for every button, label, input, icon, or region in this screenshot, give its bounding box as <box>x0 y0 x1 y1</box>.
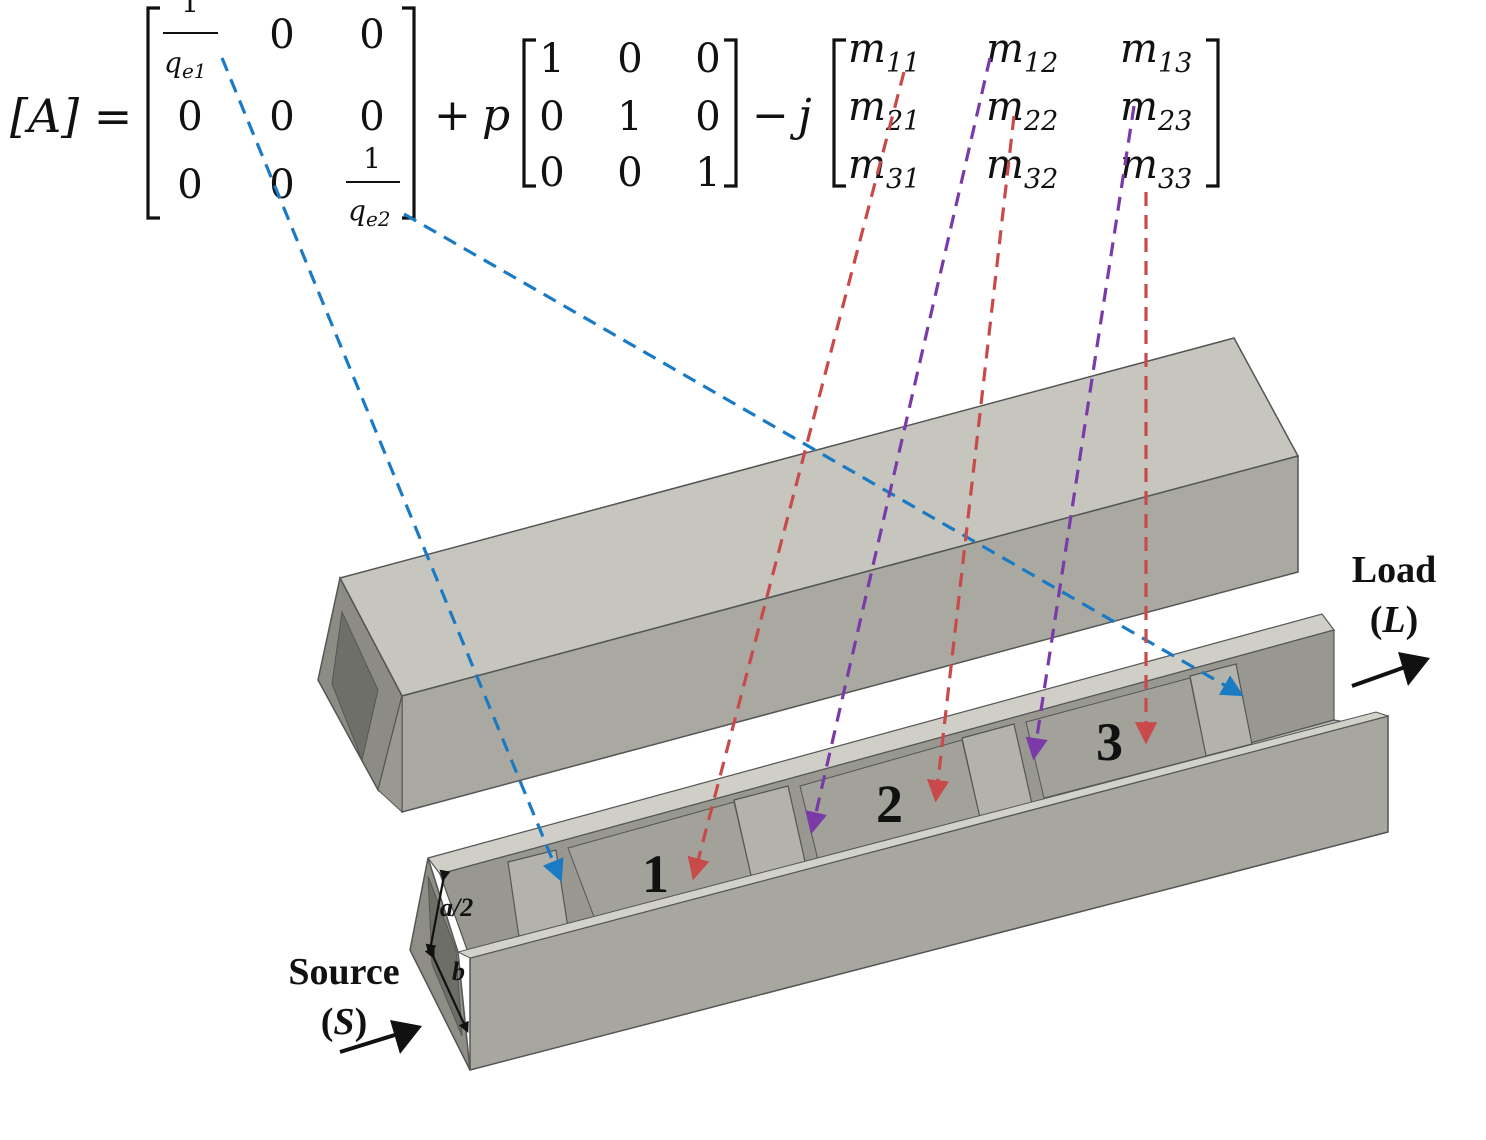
identity-r3c1: 0 <box>539 150 564 196</box>
matrix-a-r2c2: 0 <box>269 94 294 140</box>
m22: m22 <box>986 84 1058 137</box>
identity-r1c3: 0 <box>695 36 720 82</box>
qe2-numerator: 1 <box>363 142 381 175</box>
m32: m32 <box>986 142 1058 195</box>
j-variable: j <box>789 90 812 141</box>
load-label: Load <box>1352 549 1436 591</box>
coupling-matrix-m: m11 m12 m13 m21 m22 m23 m31 m32 m33 <box>832 26 1220 195</box>
external-q-matrix: 1 qe1 0 0 0 0 0 0 0 1 qe2 <box>146 0 416 231</box>
identity-left-bracket <box>522 38 536 188</box>
identity-r3c2: 0 <box>617 150 642 196</box>
source-port: Source (S) <box>288 951 422 1054</box>
plus-sign: + <box>434 90 471 141</box>
p-variable: p <box>482 90 510 141</box>
identity-r1c1: 1 <box>539 36 564 82</box>
matrix-a-r2c1: 0 <box>177 94 202 140</box>
matrix-a-r2c3: 0 <box>359 94 384 140</box>
m23: m23 <box>1120 84 1192 137</box>
m31: m31 <box>848 142 920 195</box>
load-arrow-head <box>1398 652 1430 686</box>
m13: m13 <box>1120 26 1192 79</box>
cover-flange-edge <box>377 695 403 814</box>
resonator-1-label: 1 <box>642 844 669 904</box>
dim-a-half-label: a/2 <box>440 893 473 922</box>
source-symbol-label: (S) <box>321 1001 367 1043</box>
resonator-2-label: 2 <box>876 774 903 834</box>
arrow-m11-to-resonator-1 <box>687 71 906 881</box>
qe1-denominator: qe1 <box>164 46 207 83</box>
m-left-bracket <box>832 38 846 188</box>
dimension-markers: a/2 b <box>424 869 473 1033</box>
identity-r2c1: 0 <box>539 94 564 140</box>
identity-matrix: 1 0 0 0 1 0 0 0 1 <box>522 36 738 196</box>
m12: m12 <box>986 26 1058 79</box>
arrow-m12-to-iris-1-2 <box>805 57 992 835</box>
load-port: Load (L) <box>1351 549 1436 688</box>
m11: m11 <box>848 26 920 79</box>
identity-r2c3: 0 <box>695 94 720 140</box>
waveguide-housing <box>409 613 1390 1071</box>
qe1-numerator: 1 <box>181 0 199 19</box>
matrix-a-r1c2: 0 <box>269 12 294 58</box>
load-arrow-shaft <box>1351 664 1409 688</box>
matrix-right-bracket <box>402 6 416 220</box>
resonator-3-label: 3 <box>1096 712 1123 772</box>
equation-lhs: [A] = <box>10 89 132 143</box>
matrix-a-r3c1: 0 <box>177 162 202 208</box>
waveguide-cover <box>317 337 1300 814</box>
dim-a-half-arrow <box>425 869 451 956</box>
cover-inner-shadow <box>331 610 379 762</box>
load-symbol-label: (L) <box>1370 599 1419 641</box>
identity-r3c3: 1 <box>695 150 720 196</box>
coupling-arrows <box>220 57 1244 883</box>
qe2-denominator: qe2 <box>348 194 391 231</box>
matrix-left-bracket <box>146 6 160 220</box>
identity-right-bracket <box>724 38 738 188</box>
m-right-bracket <box>1206 38 1220 188</box>
m-cells: m11 m12 m13 m21 m22 m23 m31 m32 m33 <box>848 26 1192 195</box>
m33: m33 <box>1120 142 1192 195</box>
m21: m21 <box>848 84 920 137</box>
minus-sign: − <box>752 90 789 141</box>
dim-b-arrow <box>424 946 469 1033</box>
coupling-matrix-equation: [A] = 1 qe1 0 0 0 0 0 0 0 1 qe2 + p 1 0 <box>10 0 1220 231</box>
matrix-a-r3c2: 0 <box>269 162 294 208</box>
identity-r1c2: 0 <box>617 36 642 82</box>
dim-b-label: b <box>452 957 465 986</box>
arrow-qe1-to-source-iris <box>220 57 564 883</box>
source-label: Source <box>288 951 399 993</box>
source-arrow-head <box>390 1020 422 1054</box>
identity-r2c2: 1 <box>617 94 642 140</box>
source-arrow-shaft <box>339 1032 399 1054</box>
arrow-m23-to-iris-2-3 <box>1025 105 1136 761</box>
matrix-a-r1c3: 0 <box>359 12 384 58</box>
